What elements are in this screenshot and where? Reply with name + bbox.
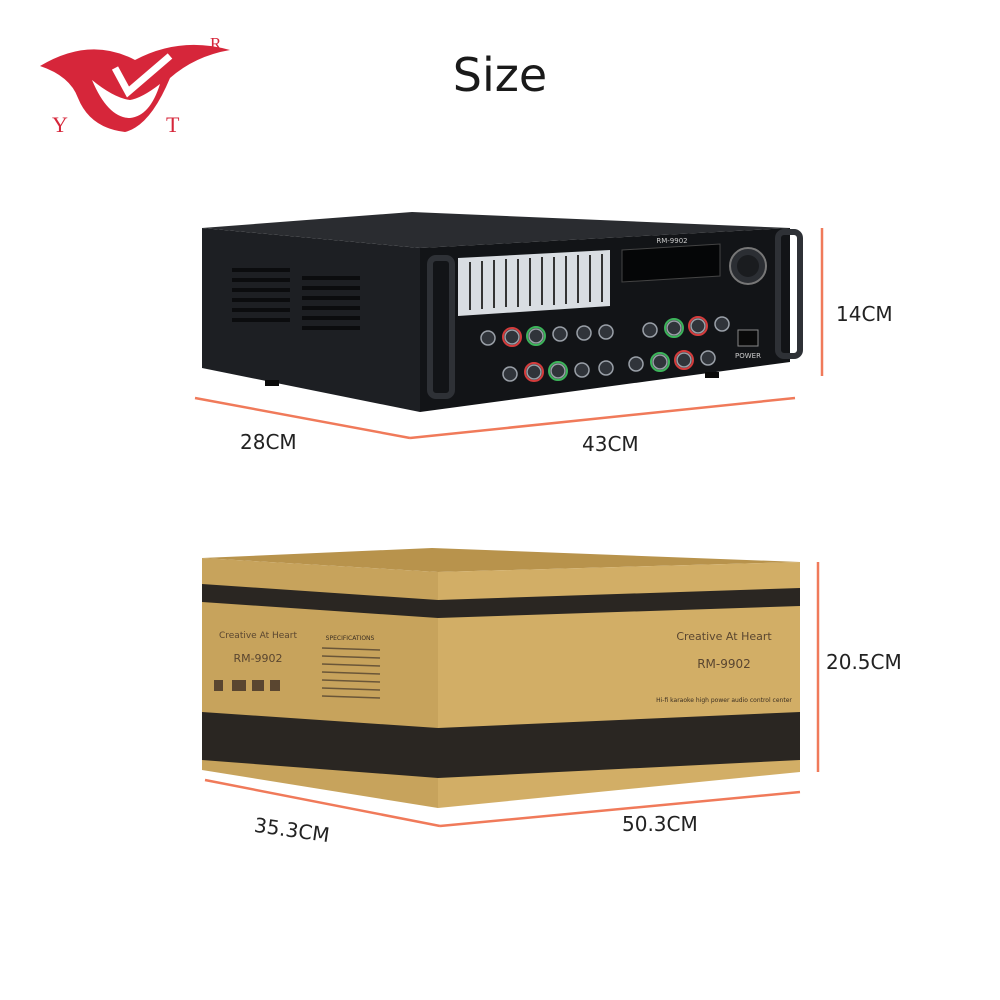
box-front-brand: Creative At Heart	[676, 630, 772, 643]
amp-width-label: 43CM	[582, 432, 639, 456]
packing-box-photo: Creative At Heart RM-9902 Hi-fi karaoke …	[202, 548, 800, 808]
box-side-model: RM-9902	[233, 652, 282, 665]
brand-logo	[40, 44, 230, 133]
amp-height-label: 14CM	[836, 302, 893, 326]
amplifier-photo: RM-9902 POWER	[202, 212, 803, 412]
box-dimension-lines	[204, 562, 820, 828]
box-front-tagline: Hi-fi karaoke high power audio control c…	[656, 697, 792, 704]
amp-depth-label: 28CM	[240, 430, 297, 454]
amp-model-label: RM-9902	[656, 237, 687, 245]
box-width-label: 50.3CM	[622, 812, 698, 836]
box-height-label: 20.5CM	[826, 650, 902, 674]
logo-letter-t: T	[166, 112, 180, 137]
logo-letter-y: Y	[52, 112, 68, 137]
box-side-brand: Creative At Heart	[219, 631, 298, 641]
amp-dimension-lines	[194, 228, 824, 440]
box-front-model: RM-9902	[697, 657, 751, 671]
svg-text:POWER: POWER	[735, 352, 761, 360]
page-title: Size	[452, 48, 548, 102]
box-side-specs-title: SPECIFICATIONS	[326, 635, 375, 642]
registered-mark: R	[210, 34, 222, 53]
